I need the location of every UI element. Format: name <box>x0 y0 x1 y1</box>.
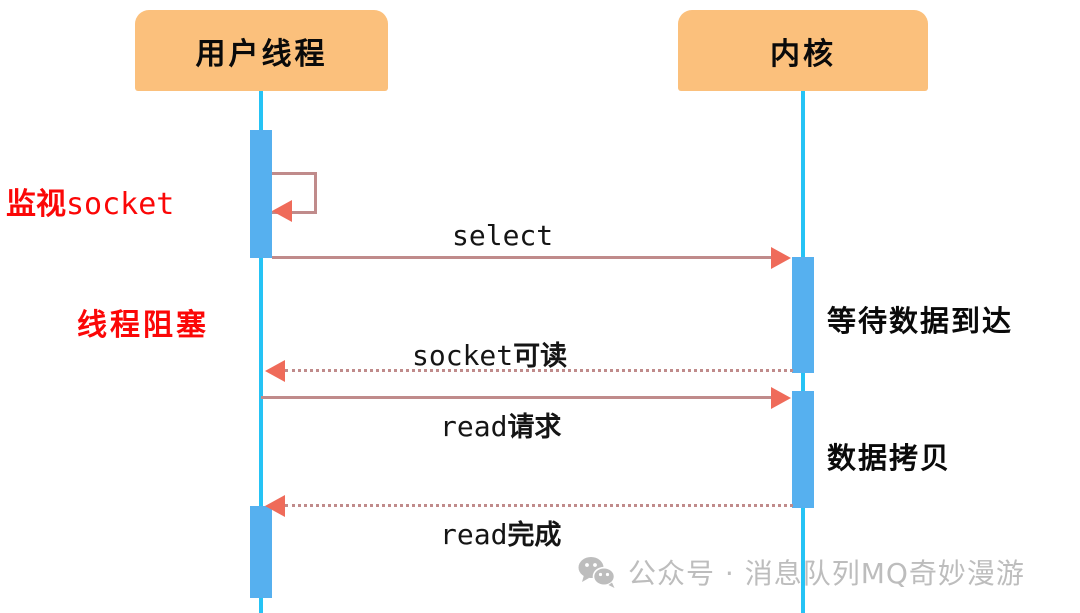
participant-label-user: 用户线程 <box>195 36 328 72</box>
watermark: 公众号 · 消息队列MQ奇妙漫游 <box>578 552 1025 592</box>
participant-label-kernel: 内核 <box>770 36 836 72</box>
message-label-read-request: read请求 <box>440 405 561 444</box>
self-message-arrowhead-monitor <box>272 200 292 222</box>
message-arrowhead-select <box>771 247 791 269</box>
note-monitor-socket-mono: socket <box>66 187 175 222</box>
message-line-select <box>272 256 775 259</box>
message-line-read-complete <box>285 504 793 507</box>
message-label-read-complete-mono: read <box>440 518 508 551</box>
note-thread-blocked-text: 线程阻塞 <box>77 308 209 343</box>
message-label-select: select <box>452 219 553 252</box>
message-line-read-request <box>261 396 775 399</box>
activation-kernel-1 <box>792 257 814 373</box>
activation-user-2 <box>250 506 272 598</box>
message-arrowhead-read-request <box>771 387 791 409</box>
message-arrowhead-socket-readable <box>265 360 285 382</box>
message-label-socket-readable-mono: socket <box>412 339 514 372</box>
participant-box-kernel: 内核 <box>678 10 928 91</box>
note-monitor-socket: 监视socket <box>6 179 174 223</box>
message-label-read-request-cjk: 请求 <box>507 412 562 443</box>
note-waiting-for-data-text: 等待数据到达 <box>827 304 1014 338</box>
message-line-socket-readable <box>285 369 793 372</box>
message-label-select-text: select <box>452 219 554 252</box>
activation-user-1 <box>250 130 272 258</box>
note-monitor-socket-cjk: 监视 <box>6 187 66 222</box>
message-label-socket-readable: socket可读 <box>412 334 567 373</box>
note-waiting-for-data: 等待数据到达 <box>827 298 1013 340</box>
message-label-read-request-mono: read <box>440 410 508 443</box>
activation-kernel-2 <box>792 391 814 508</box>
message-label-read-complete-cjk: 完成 <box>507 520 562 551</box>
message-label-read-complete: read完成 <box>440 513 561 552</box>
wechat-icon <box>578 555 618 589</box>
note-data-copy: 数据拷贝 <box>827 435 951 477</box>
participant-box-user: 用户线程 <box>135 10 388 91</box>
message-label-socket-readable-cjk: 可读 <box>513 341 568 372</box>
watermark-text: 公众号 · 消息队列MQ奇妙漫游 <box>628 557 1025 590</box>
note-thread-blocked: 线程阻塞 <box>77 300 209 344</box>
message-arrowhead-read-complete <box>265 495 285 517</box>
note-data-copy-text: 数据拷贝 <box>827 441 952 475</box>
self-message-loop-monitor <box>272 172 317 214</box>
lifeline-user <box>259 91 263 613</box>
